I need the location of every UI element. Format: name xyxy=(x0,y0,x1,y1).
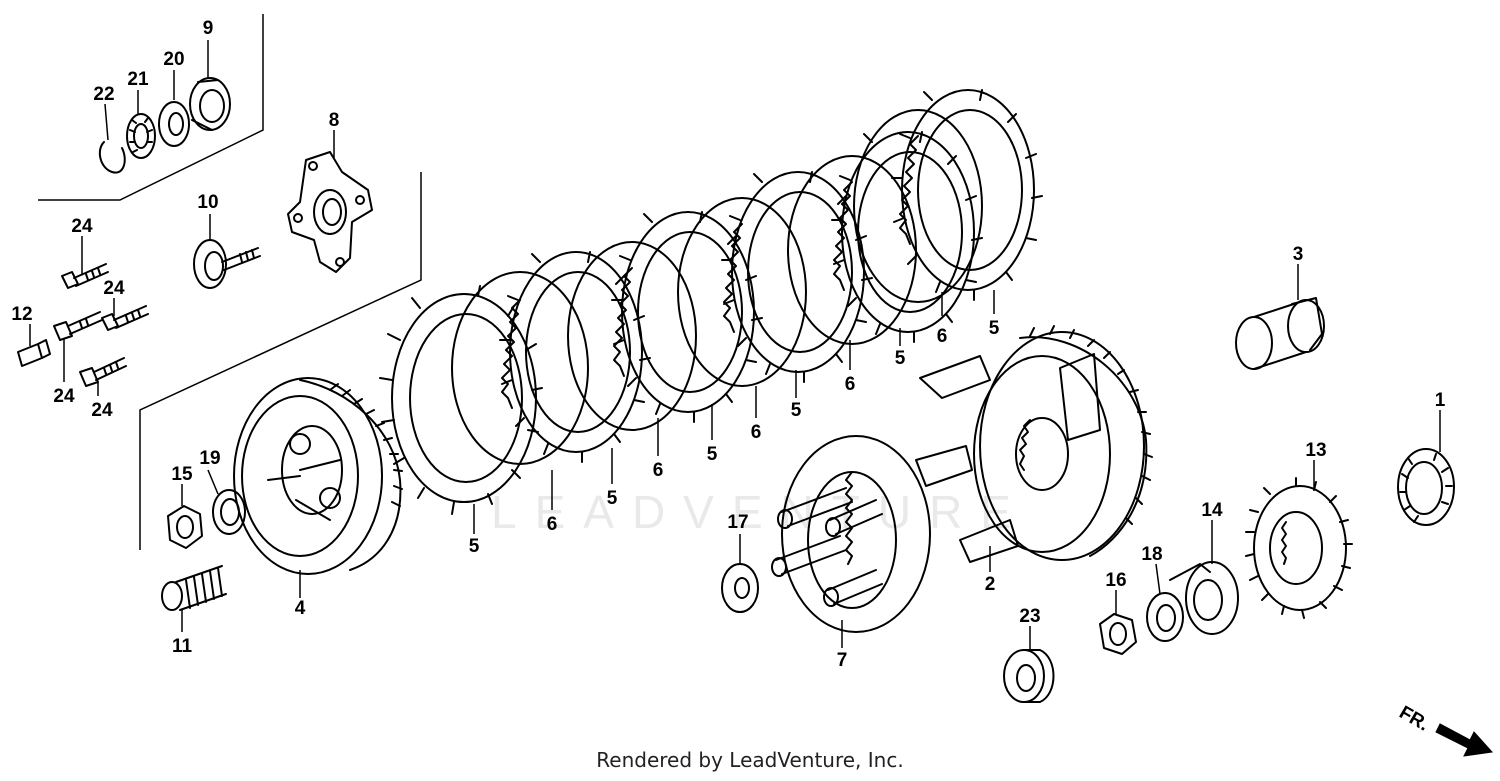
direction-label: FR. xyxy=(1396,702,1433,735)
group-bracket-middle xyxy=(139,172,422,550)
circlip-part xyxy=(98,141,126,174)
bearing-part-23 xyxy=(1003,649,1055,703)
callout-6-a: 6 xyxy=(547,514,558,535)
clutch-plate-part-6-d xyxy=(787,155,917,345)
friction-disc-part-5-f xyxy=(891,89,1043,301)
lifter-bearing-part-10 xyxy=(193,239,261,289)
callout-16: 16 xyxy=(1105,570,1126,591)
drive-gear-part-13 xyxy=(1245,477,1353,619)
bolt-part-24-d xyxy=(79,357,127,387)
lock-washer-part-14 xyxy=(1169,561,1239,635)
callout-5-b: 5 xyxy=(607,488,618,509)
callout-5-d: 5 xyxy=(791,400,802,421)
washer-part-18 xyxy=(1146,592,1184,642)
callout-22: 22 xyxy=(93,84,114,105)
arrow-icon xyxy=(1435,723,1493,757)
callout-3: 3 xyxy=(1293,244,1304,265)
callout-17: 17 xyxy=(727,512,748,533)
callout-10: 10 xyxy=(197,192,218,213)
callout-24-d: 24 xyxy=(91,400,113,421)
callout-6-b: 6 xyxy=(653,460,664,481)
callout-2: 2 xyxy=(985,574,996,595)
nut-part-16 xyxy=(1099,613,1137,655)
callout-19: 19 xyxy=(199,448,220,469)
group-bracket-top xyxy=(38,14,264,201)
callout-6-e: 6 xyxy=(937,326,948,347)
callout-23: 23 xyxy=(1019,606,1040,627)
washer-part-20 xyxy=(158,101,190,147)
callout-4: 4 xyxy=(295,598,306,619)
collar-part-9 xyxy=(189,77,231,131)
watermark: LEADVENTURE xyxy=(491,486,1029,538)
callout-7: 7 xyxy=(837,650,848,671)
callout-21: 21 xyxy=(127,69,149,90)
callout-8: 8 xyxy=(329,110,340,131)
callout-24-b: 24 xyxy=(103,278,125,299)
clutch-plate-part-6-b xyxy=(567,241,697,431)
bolt-part-24-a xyxy=(61,263,109,289)
clutch-plate-part-6-c xyxy=(677,197,807,387)
callout-13: 13 xyxy=(1305,440,1326,461)
leader-lines xyxy=(29,40,1441,650)
nut-part-15 xyxy=(167,505,203,549)
callout-6-d: 6 xyxy=(845,374,856,395)
callout-24-a: 24 xyxy=(71,216,93,237)
collar-part-3 xyxy=(1235,297,1325,370)
lifter-plate-part-8 xyxy=(287,151,373,273)
washer-part-17 xyxy=(721,563,759,613)
callout-24-c: 24 xyxy=(53,386,75,407)
callout-11: 11 xyxy=(172,636,193,657)
callout-9: 9 xyxy=(203,18,214,39)
callout-20: 20 xyxy=(163,49,184,70)
pin-part-12 xyxy=(17,339,51,367)
clutch-center-part-7 xyxy=(771,435,931,633)
callout-1: 1 xyxy=(1435,390,1446,411)
clutch-outer-part-2 xyxy=(915,325,1153,563)
bolt-part-24-b xyxy=(53,311,103,341)
callout-5-a: 5 xyxy=(469,536,480,557)
callout-5-e: 5 xyxy=(895,348,906,369)
callout-18: 18 xyxy=(1141,544,1162,565)
needle-bearing-part-1 xyxy=(1397,448,1455,526)
bolt-part-24-c xyxy=(101,305,149,331)
friction-disc-part-5-e xyxy=(831,131,983,343)
callout-5-c: 5 xyxy=(707,444,718,465)
clutch-plate-part-6-e xyxy=(853,109,983,303)
callout-14: 14 xyxy=(1201,500,1223,521)
spring-part-11 xyxy=(161,565,227,611)
friction-disc-part-5-c xyxy=(611,211,763,423)
render-credit: Rendered by LeadVenture, Inc. xyxy=(596,748,904,772)
callout-15: 15 xyxy=(171,464,193,485)
callout-6-c: 6 xyxy=(751,422,762,443)
callout-5-f: 5 xyxy=(989,318,1000,339)
needle-bearing-part xyxy=(126,113,156,159)
pressure-plate-part-4 xyxy=(233,377,403,575)
washer-part-19 xyxy=(212,489,246,535)
callout-12: 12 xyxy=(11,304,32,325)
callout-labels: 9 20 21 22 8 10 24 24 12 24 24 15 19 11 … xyxy=(11,18,1445,671)
